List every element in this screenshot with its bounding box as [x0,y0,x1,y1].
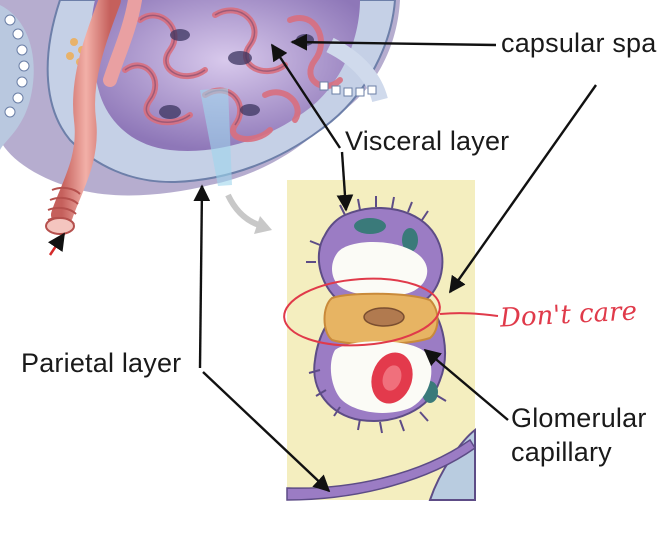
label-glomerular-line2: capillary [511,437,612,467]
arrow-parietal-inset [202,371,331,493]
arrow-glomerular-capillary [423,348,509,421]
label-glomerular-line1: Glomerular [511,403,647,433]
label-visceral-layer: Visceral layer [345,126,510,156]
arrow-visceral-inset [336,151,354,212]
arrow-capsular-space [290,33,497,51]
arrow-capsular-space-inset [449,84,597,294]
highlight-ellipse [283,277,441,347]
arrow-parietal-upper [193,184,211,369]
inset-filtration-membrane [286,180,477,501]
highlight-connector [439,312,499,317]
pointer-arrows [193,33,597,493]
label-capsular-space: capsular spa [501,28,657,58]
label-glomerular-capillary: Glomerular capillary [511,401,647,469]
label-parietal-layer: Parietal layer [21,348,182,378]
arrow-visceral-upper [270,43,342,149]
